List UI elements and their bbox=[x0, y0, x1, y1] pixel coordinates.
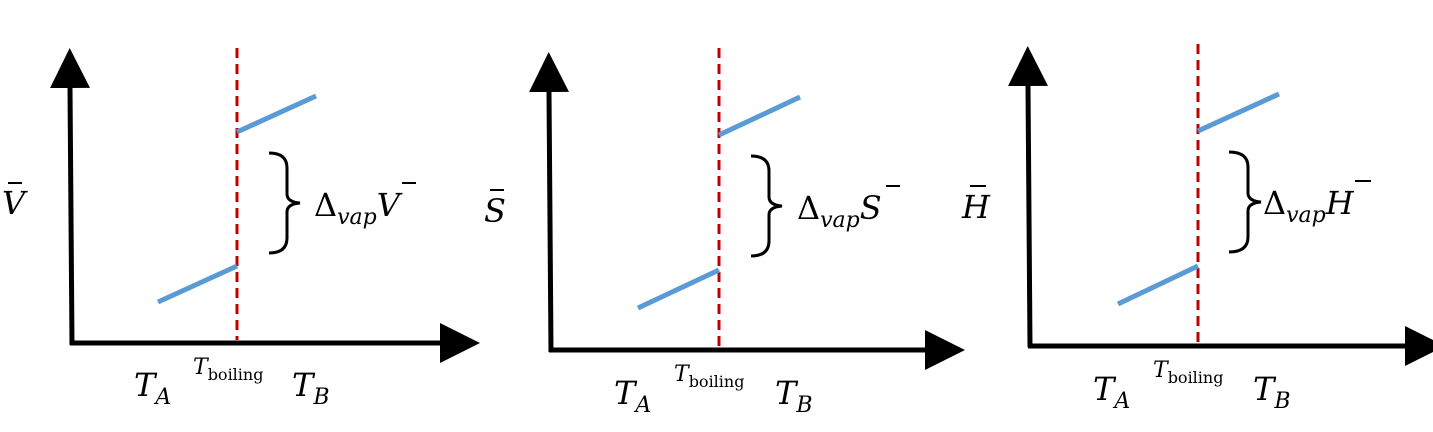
y-axis bbox=[529, 52, 569, 353]
vapor-phase-line bbox=[235, 93, 318, 135]
panel-enthalpy: H ΔvapH TA Tboiling TB bbox=[961, 44, 1433, 414]
x-tick-label-TA: TA bbox=[134, 366, 171, 410]
y-axis-label: H bbox=[961, 188, 991, 226]
vaporization-bracket bbox=[750, 154, 783, 258]
bracket-label: ΔvapH bbox=[1263, 184, 1355, 228]
x-tick-label-Tboiling: Tboiling bbox=[1153, 358, 1223, 387]
liquid-phase-line bbox=[636, 267, 721, 311]
bracket-label: ΔvapS bbox=[797, 189, 882, 233]
vaporization-bracket bbox=[268, 151, 301, 255]
y-axis-label: V bbox=[2, 184, 28, 222]
x-tick-label-TB: TB bbox=[1253, 370, 1291, 414]
x-tick-label-TB: TB bbox=[775, 374, 813, 418]
y-axis bbox=[50, 48, 90, 346]
vapor-phase-line bbox=[717, 94, 802, 138]
x-tick-label-Tboiling: Tboiling bbox=[674, 362, 744, 391]
vaporization-bracket bbox=[1228, 150, 1262, 254]
liquid-phase-line bbox=[1116, 263, 1200, 307]
x-tick-label-Tboiling: Tboiling bbox=[193, 355, 263, 384]
x-tick-label-TA: TA bbox=[614, 374, 651, 418]
y-axis bbox=[1008, 46, 1048, 348]
y-axis-label: S bbox=[484, 192, 506, 230]
panel-volume: V ΔvapV TA Tboiling TB bbox=[2, 48, 480, 410]
liquid-phase-line bbox=[156, 263, 239, 305]
bracket-label: ΔvapV bbox=[314, 186, 403, 230]
panel-entropy: S ΔvapS TA Tboiling TB bbox=[484, 48, 965, 418]
x-tick-label-TB: TB bbox=[292, 366, 330, 410]
vapor-phase-line bbox=[1196, 91, 1281, 134]
x-tick-label-TA: TA bbox=[1093, 370, 1130, 414]
